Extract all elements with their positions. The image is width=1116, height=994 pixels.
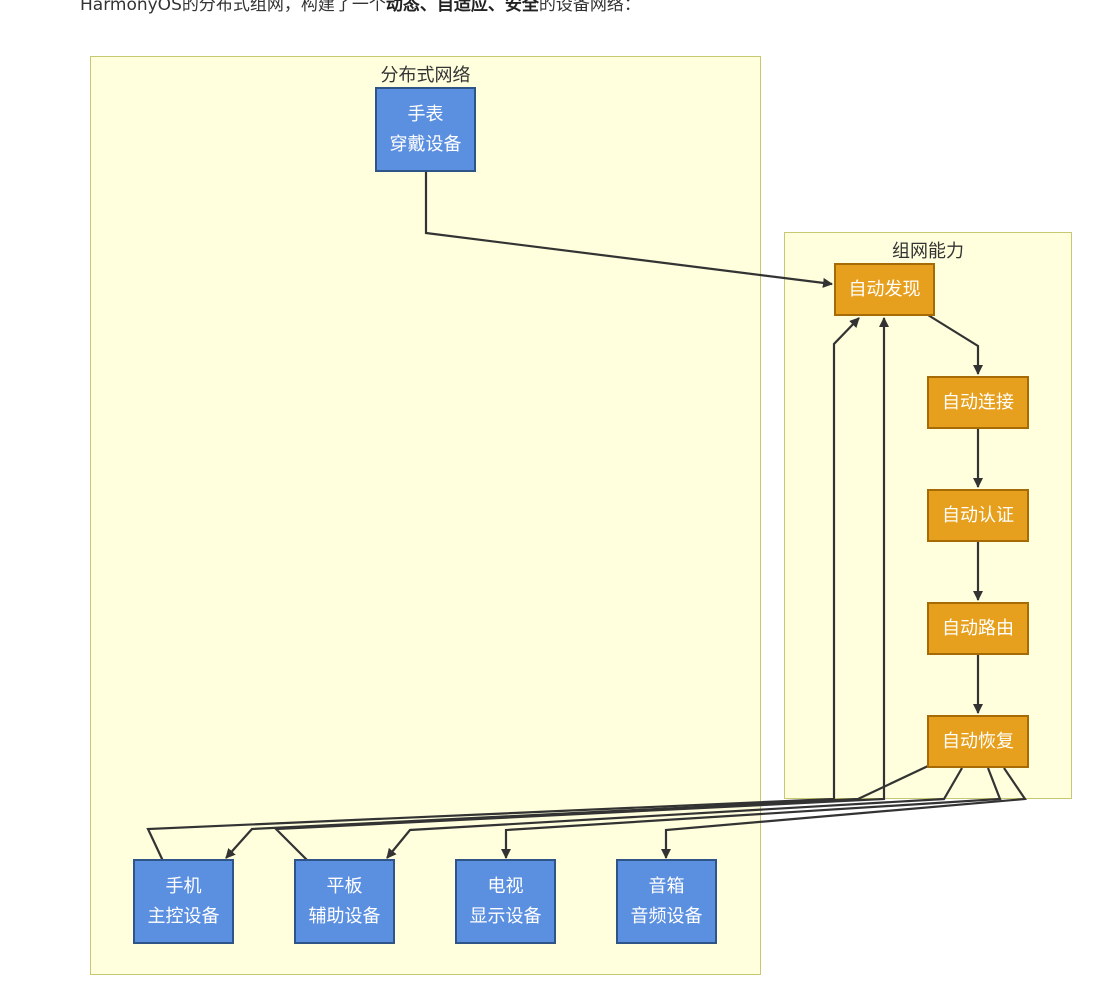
node-watch-line2: 穿戴设备 <box>389 133 462 155</box>
node-auto-discover-label: 自动发现 <box>848 278 921 300</box>
intro-suffix: 的设备网络： <box>538 0 641 15</box>
node-auto-recover: 自动恢复 <box>927 715 1029 768</box>
node-speaker-line1: 音箱 <box>648 875 685 897</box>
node-auto-auth: 自动认证 <box>927 489 1029 542</box>
node-phone: 手机 主控设备 <box>133 859 234 944</box>
node-phone-line2: 主控设备 <box>147 905 220 927</box>
node-tv-line2: 显示设备 <box>469 905 542 927</box>
node-auto-route-label: 自动路由 <box>942 617 1014 639</box>
cluster-title-capability: 组网能力 <box>892 241 964 262</box>
node-tablet-line1: 平板 <box>326 875 363 897</box>
node-speaker-line2: 音频设备 <box>630 905 703 927</box>
cluster-distributed-network: 分布式网络 <box>90 56 761 975</box>
node-phone-line1: 手机 <box>165 875 202 897</box>
node-speaker: 音箱 音频设备 <box>616 859 717 944</box>
node-auto-connect: 自动连接 <box>927 376 1029 429</box>
node-watch-line1: 手表 <box>407 103 444 125</box>
node-auto-recover-label: 自动恢复 <box>942 730 1014 752</box>
node-tv-line1: 电视 <box>487 875 524 897</box>
intro-bold: 动态、自适应、安全 <box>385 0 539 15</box>
node-auto-discover: 自动发现 <box>834 263 935 316</box>
node-tv: 电视 显示设备 <box>455 859 556 944</box>
node-auto-route: 自动路由 <box>927 602 1029 655</box>
node-tablet-line2: 辅助设备 <box>308 905 381 927</box>
cluster-title-network: 分布式网络 <box>380 65 471 86</box>
node-tablet: 平板 辅助设备 <box>294 859 395 944</box>
intro-text: HarmonyOS的分布式组网，构建了一个动态、自适应、安全的设备网络： <box>80 0 641 15</box>
node-auto-connect-label: 自动连接 <box>942 391 1014 413</box>
intro-prefix: HarmonyOS的分布式组网，构建了一个 <box>80 0 386 15</box>
node-auto-auth-label: 自动认证 <box>942 504 1014 526</box>
node-watch: 手表 穿戴设备 <box>375 87 476 172</box>
